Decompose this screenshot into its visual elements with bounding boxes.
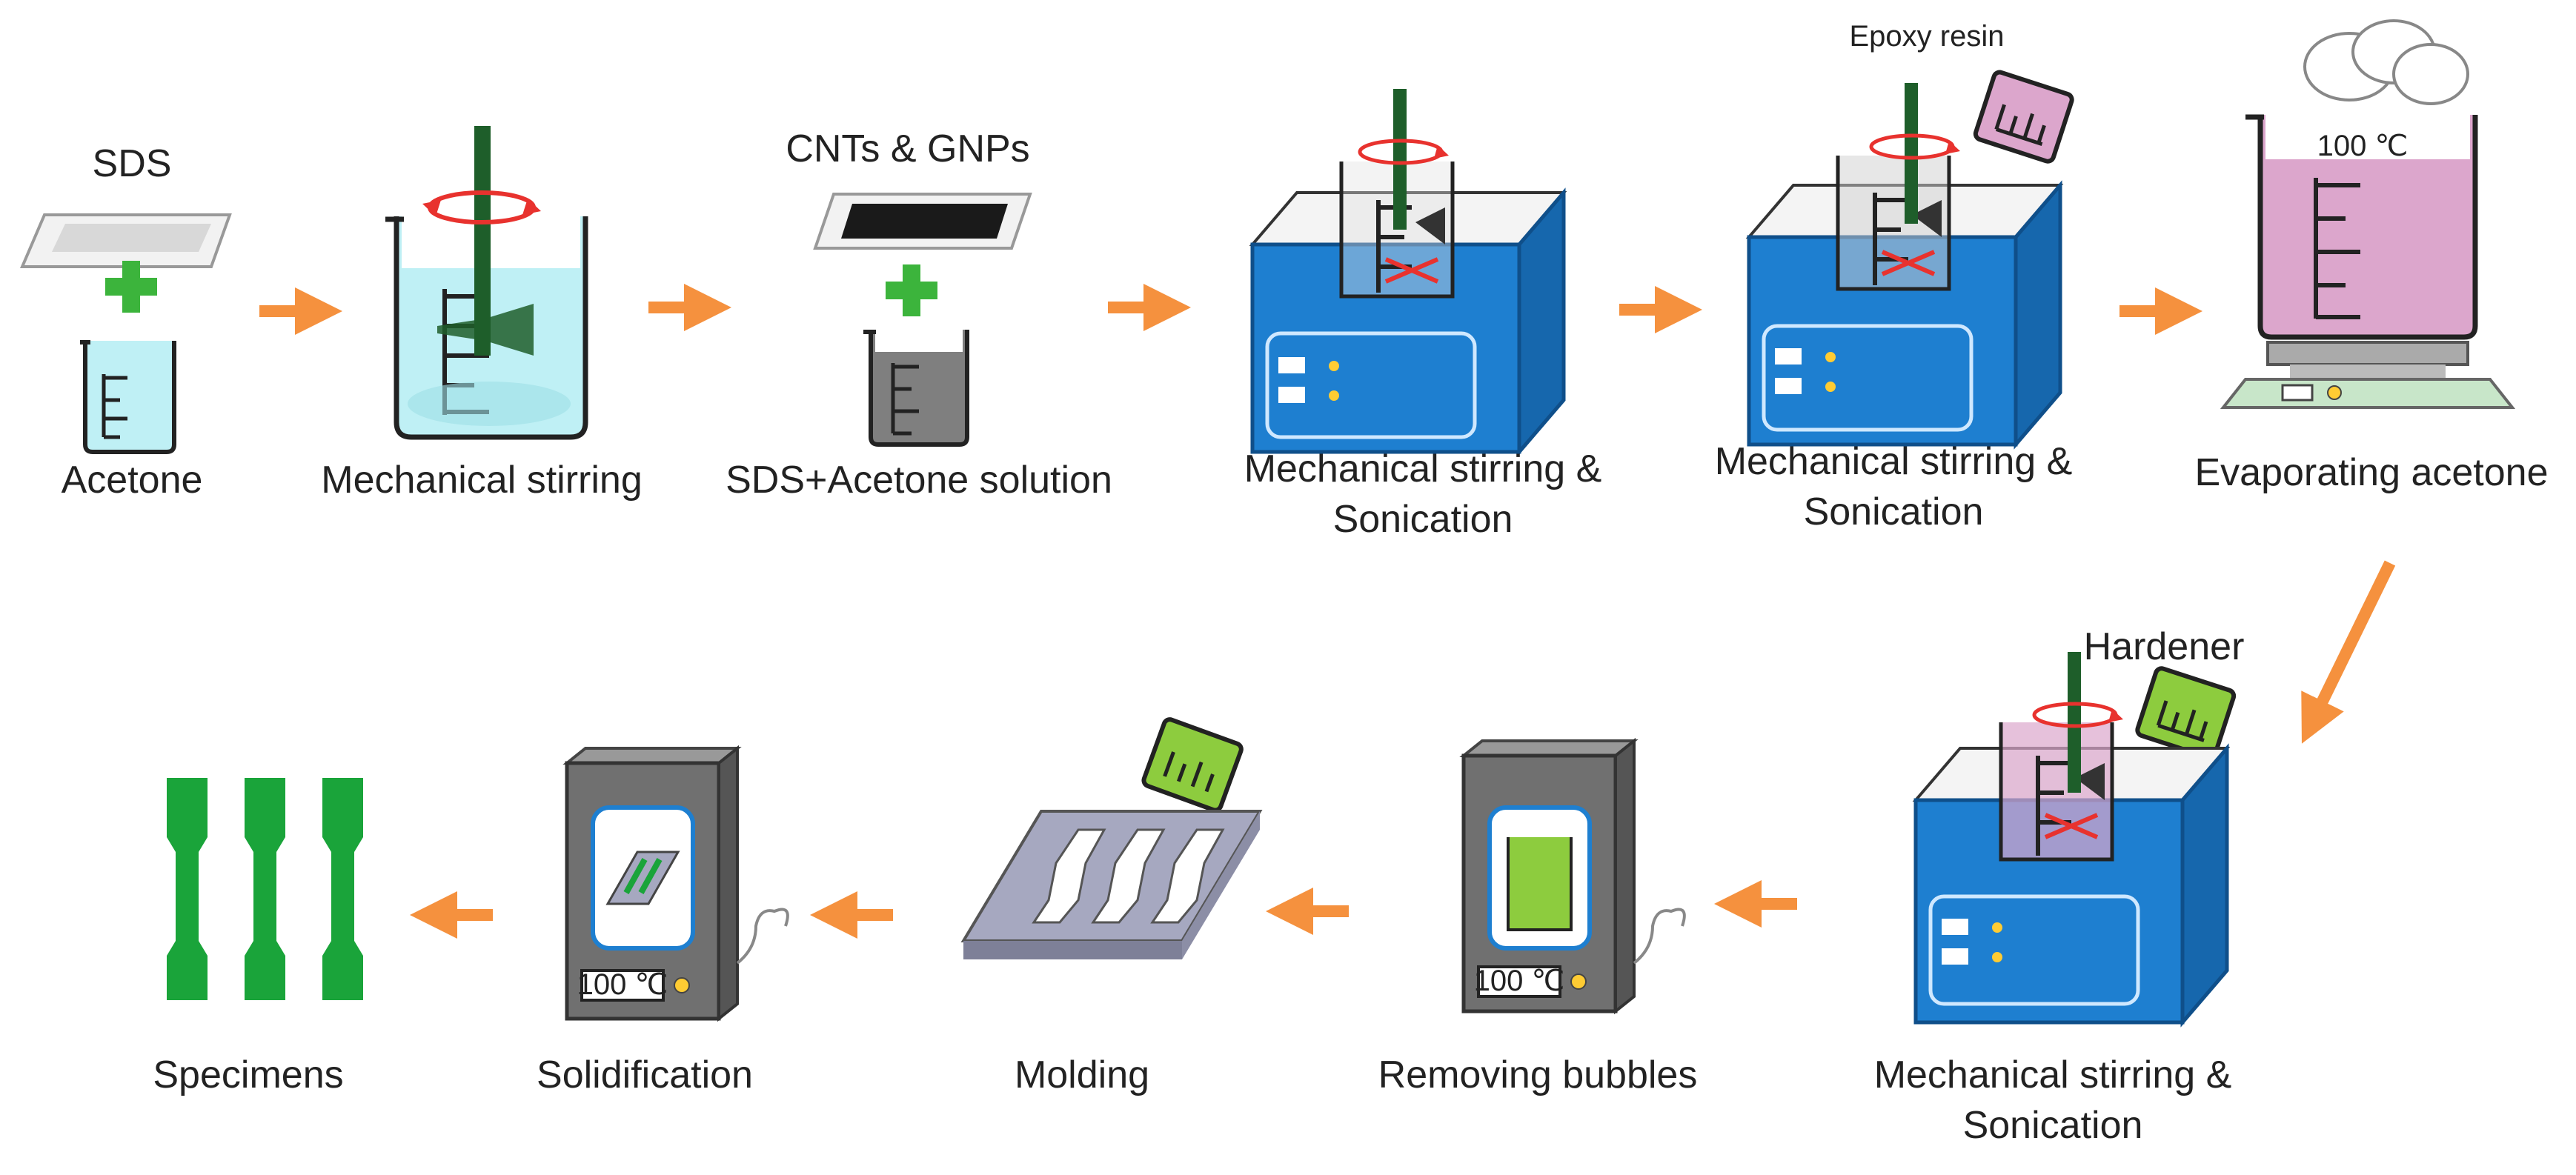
evap-temp-label: 100 ℃	[2317, 130, 2409, 162]
acetone-beaker-icon	[80, 340, 176, 454]
hardener-cup-icon-2	[1141, 717, 1244, 813]
hardener-cup-icon	[2135, 666, 2237, 760]
removing-bubbles-caption: Removing bubbles	[1378, 1053, 1698, 1096]
stirrer-icon	[437, 126, 534, 356]
flow-arrow-6	[2301, 560, 2396, 744]
acetone-caption: Acetone	[62, 459, 203, 502]
sds-tray-icon	[19, 213, 232, 268]
molding-caption: Molding	[1015, 1053, 1149, 1096]
stirrer-icon-4	[2032, 652, 2123, 793]
solid-temp-label: 100 ℃	[577, 968, 668, 1001]
hardener-label: Hardener	[2084, 625, 2245, 668]
step-specimens: Specimens	[153, 778, 363, 1096]
bubbles-temp-label: 100 ℃	[1474, 965, 1565, 997]
mix2-caption-line1: Mechanical stirring &	[1715, 440, 2073, 483]
specimen-icon-3	[322, 778, 363, 1000]
plus-icon-2	[886, 264, 937, 316]
specimen-icon-2	[245, 778, 285, 1000]
heated-beaker-icon	[2245, 114, 2478, 340]
sds-label: SDS	[93, 142, 172, 185]
step-mechanical-stirring: Mechanical stirring	[321, 126, 643, 502]
step-mixing-3: Hardener	[1874, 625, 2245, 1147]
step-sds-acetone-solution: CNTs & GNPs SDS+Acetone solution	[726, 127, 1112, 502]
specimens-caption: Specimens	[153, 1053, 343, 1096]
mix1-caption-line2: Sonication	[1333, 498, 1513, 541]
step-removing-bubbles: 100 ℃ Removing bubbles	[1378, 737, 1698, 1096]
mixing-beaker-icon-2	[1836, 156, 1951, 291]
step-molding: Molding	[960, 717, 1263, 1096]
epoxy-resin-label: Epoxy resin	[1850, 20, 2005, 53]
epoxy-resin-cup-icon	[1973, 70, 2074, 164]
solidification-caption: Solidification	[537, 1053, 753, 1096]
plus-icon	[105, 261, 157, 313]
mold-icon	[960, 810, 1263, 959]
mix3-caption-line1: Mechanical stirring &	[1874, 1053, 2232, 1096]
step-solidification: 100 ℃ Solidification	[537, 745, 789, 1096]
vacuum-oven-icon	[1459, 737, 1686, 1015]
cnts-gnps-tray-icon	[813, 193, 1032, 250]
sonication-bath-icon	[1249, 187, 1567, 457]
specimen-icon-1	[167, 778, 208, 1000]
step-mixing-1: Mechanical stirring & Sonication	[1244, 89, 1602, 541]
step-evaporating-acetone: 100 ℃ Evaporating acetone	[2194, 19, 2549, 494]
rotation-arrow-icon	[422, 190, 541, 224]
mix3-caption-line2: Sonication	[1963, 1104, 2143, 1147]
sds-acetone-caption: SDS+Acetone solution	[726, 459, 1112, 502]
sds-acetone-beaker-icon	[863, 330, 969, 447]
mix1-caption-line1: Mechanical stirring &	[1244, 447, 1602, 490]
stirrer-icon-3	[1869, 83, 1960, 224]
cnts-gnps-label: CNTs & GNPs	[786, 127, 1029, 170]
step-mixing-2: Epoxy resin	[1715, 20, 2074, 533]
curing-oven-icon	[562, 745, 789, 1022]
step-sds-acetone: SDS Acetone	[19, 142, 232, 502]
mix2-caption-line2: Sonication	[1804, 490, 1984, 533]
vapor-cloud-icon	[2303, 19, 2469, 105]
hot-plate-icon	[2220, 341, 2516, 409]
stirrer-icon-2	[1358, 89, 1449, 230]
mech-stirring-caption: Mechanical stirring	[321, 459, 643, 502]
sonication-bath-icon-3	[1912, 743, 2231, 1028]
evaporating-caption: Evaporating acetone	[2194, 451, 2548, 494]
mixing-beaker-icon-3	[1999, 722, 2114, 862]
